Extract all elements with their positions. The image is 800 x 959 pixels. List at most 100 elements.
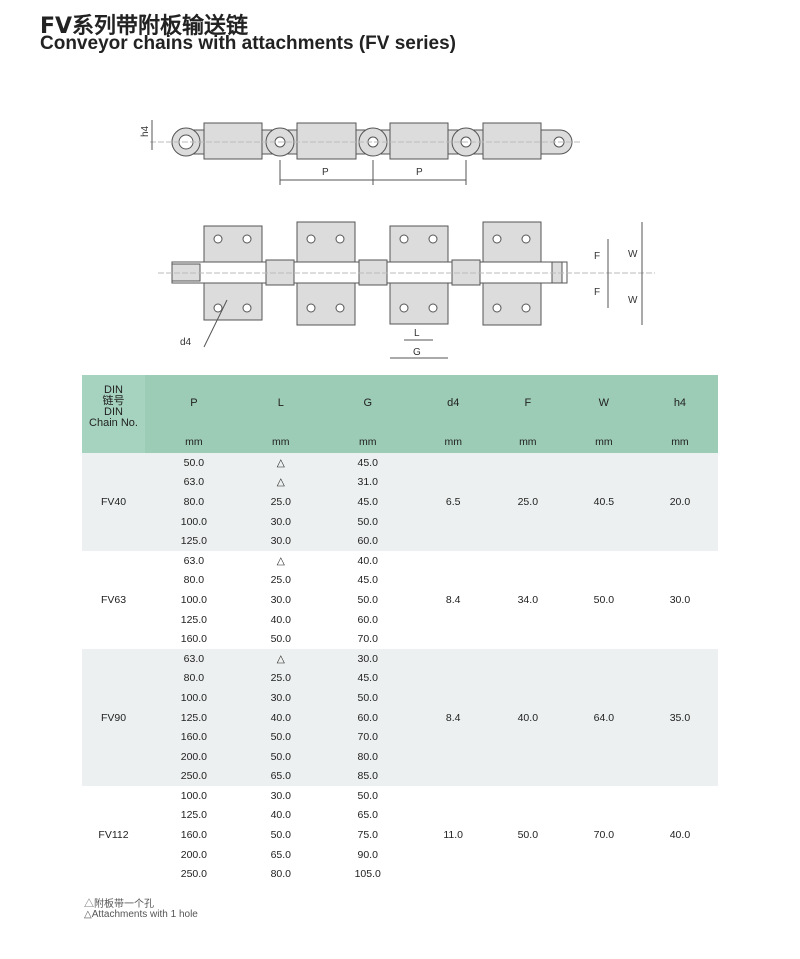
p-cell: 100.0 [180, 789, 208, 802]
l-cell: 80.0 [270, 868, 292, 881]
g-cell: 50.0 [318, 688, 417, 708]
unit-cell: mm [489, 430, 566, 453]
g-cell: 60.0 [318, 707, 417, 728]
h4-cell: 30.0 [669, 593, 691, 606]
p-cell: 160.0 [180, 829, 208, 842]
l-cell: 30.0 [270, 593, 292, 606]
g-cell: 105.0 [354, 868, 381, 881]
note-cn: △附板带一个孔 [84, 899, 154, 910]
chain-top-view: d4 L G F F W W [158, 221, 655, 359]
l-cell: 40.0 [270, 613, 292, 626]
label-w1: W [628, 249, 638, 260]
label-p1: P [322, 167, 329, 178]
chain-no-cell: FV63 [100, 593, 127, 606]
h4-cell: 35.0 [641, 648, 718, 787]
l-cell: 50.0 [270, 633, 292, 646]
label-g: G [413, 347, 421, 358]
label-l: L [414, 328, 420, 339]
l-cell: 40.0 [270, 809, 292, 822]
l-cell: △ [276, 554, 285, 567]
g-cell: 80.0 [318, 746, 417, 767]
unit-cell: mm [242, 430, 319, 453]
d4-cell: 8.4 [445, 593, 461, 606]
d4-cell: 11.0 [443, 829, 464, 842]
unit-cell: mm [565, 430, 642, 453]
g-cell: 75.0 [357, 829, 378, 842]
header-w: W [565, 375, 642, 430]
p-cell: 125.0 [145, 707, 243, 728]
p-cell: 100.0 [145, 511, 243, 532]
p-cell: 200.0 [145, 746, 243, 767]
f-cell: 50.0 [517, 829, 539, 842]
f-cell: 40.0 [489, 648, 566, 787]
l-cell: △ [242, 648, 319, 669]
label-f2: F [594, 287, 600, 298]
g-cell: 60.0 [357, 613, 378, 626]
unit-cell: mm [641, 430, 718, 453]
label-w2: W [628, 295, 638, 306]
p-cell: 160.0 [145, 727, 243, 747]
l-cell: △ [242, 453, 319, 473]
label-p2: P [416, 167, 423, 178]
chain-no-cell: FV40 [82, 453, 145, 551]
unit-cell: mm [318, 430, 417, 453]
title-en: Conveyor chains with attachments (FV ser… [40, 33, 457, 54]
l-cell: 30.0 [270, 789, 292, 802]
g-cell: 85.0 [318, 766, 417, 787]
chain-side-view: h4 P P [140, 120, 580, 185]
header-line: Chain No. [89, 417, 138, 429]
header-d4: d4 [416, 375, 490, 430]
header-line: DIN [104, 384, 123, 396]
p-cell: 63.0 [145, 472, 243, 493]
g-cell: 50.0 [357, 789, 378, 802]
table-row: 160.0 50.0 75.0 [82, 825, 718, 845]
l-cell: 25.0 [270, 574, 292, 587]
d4-cell: 8.4 [416, 648, 490, 787]
chain-no-cell: FV112 [98, 829, 129, 842]
g-cell: 45.0 [318, 668, 417, 689]
p-cell: 250.0 [145, 766, 243, 787]
g-cell: 50.0 [318, 511, 417, 532]
w-cell: 64.0 [565, 648, 642, 787]
g-cell: 45.0 [318, 453, 417, 473]
l-cell: 25.0 [242, 668, 319, 689]
l-cell: 30.0 [242, 688, 319, 708]
g-cell: 70.0 [357, 633, 378, 646]
header-h4: h4 [641, 375, 718, 430]
w-cell: 40.5 [565, 453, 642, 551]
g-cell: 50.0 [357, 593, 378, 606]
p-cell: 50.0 [145, 453, 243, 473]
label-d4: d4 [180, 337, 192, 348]
l-cell: 25.0 [242, 492, 319, 512]
title-cn: FV系列带附板输送链 [40, 14, 249, 39]
label-f1: F [594, 251, 600, 262]
l-cell: △ [242, 472, 319, 493]
header-p: P [145, 375, 243, 430]
g-cell: 45.0 [318, 492, 417, 512]
header-l: L [242, 375, 319, 430]
p-cell: 80.0 [183, 574, 205, 587]
l-cell: 40.0 [242, 707, 319, 728]
chain-no-cell: FV90 [82, 648, 145, 787]
g-cell: 65.0 [357, 809, 378, 822]
l-cell: 50.0 [242, 727, 319, 747]
g-cell: 31.0 [318, 472, 417, 493]
p-cell: 63.0 [183, 554, 205, 567]
g-cell: 60.0 [318, 531, 417, 551]
p-cell: 80.0 [145, 668, 243, 689]
